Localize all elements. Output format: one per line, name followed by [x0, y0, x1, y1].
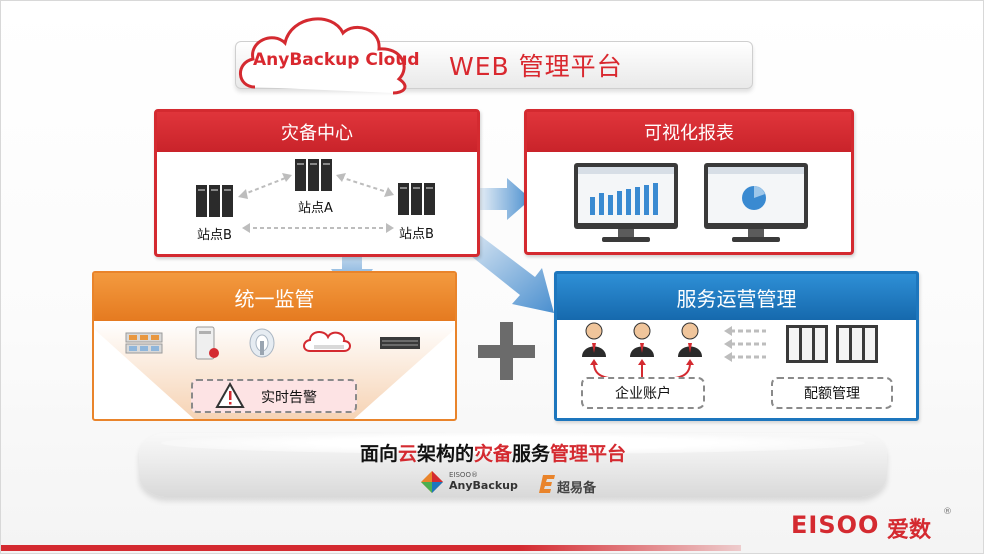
- site-b-left-label: 站点B: [197, 228, 232, 243]
- pc-tower-icon: [195, 326, 219, 360]
- site-a-label: 站点A: [298, 201, 333, 216]
- slogan-part: 云: [397, 443, 417, 465]
- warning-icon: [215, 381, 245, 408]
- storage-rack-icon: [836, 325, 878, 363]
- registered-mark: ®: [943, 507, 952, 517]
- user-icon: [678, 322, 702, 357]
- arrow-to-service: [456, 230, 554, 313]
- service-ops-title: 服务运营管理: [557, 274, 916, 320]
- slogan-part: 架构的: [416, 443, 474, 465]
- quota-arrows: [730, 329, 766, 359]
- user-icon: [630, 322, 654, 357]
- server-site-b-right-icon: [398, 183, 435, 215]
- bottom-accent-line: [1, 545, 741, 551]
- rack-server-icon: [380, 337, 420, 349]
- page-title: WEB 管理平台: [449, 52, 623, 81]
- arrow-to-reports: [479, 178, 531, 220]
- slogan-part: 面向: [359, 443, 398, 465]
- anybackup-brand: EISOO® AnyBackup: [449, 471, 518, 492]
- disaster-recovery-title: 灾备中心: [157, 112, 477, 152]
- reports-panel: 可视化报表: [524, 109, 854, 255]
- site-b-right-label: 站点B: [399, 227, 434, 242]
- tenants-diagram: [582, 322, 878, 380]
- cloud-device-icon: [303, 331, 351, 352]
- slogan-part: 灾备: [474, 443, 513, 465]
- server-site-b-left-icon: [196, 185, 233, 217]
- storage-array-icon: [125, 332, 163, 354]
- supervision-beam: [94, 321, 455, 419]
- brand-name: AnyBackup Cloud: [253, 50, 420, 70]
- monitor-bar-chart-icon: [574, 163, 678, 242]
- site-topology: [196, 159, 435, 233]
- report-monitors: [574, 163, 808, 242]
- platform-top: [161, 432, 865, 454]
- supervision-title: 统一监管: [94, 273, 455, 321]
- monitor-pie-chart-icon: [704, 163, 808, 242]
- server-site-a-icon: [295, 159, 332, 191]
- eisoo-logo-cn: 爱数: [887, 518, 932, 543]
- quota-box: 配额管理: [771, 377, 893, 409]
- monitored-devices: [125, 326, 420, 360]
- sync-arrows: [241, 176, 391, 229]
- enterprise-account-box: 企业账户: [581, 377, 705, 409]
- plus-icon-bar: [478, 345, 535, 358]
- anybackup-logo-icon: [421, 471, 443, 493]
- eisoo-logo: EISOO: [791, 511, 880, 539]
- quota-label: 配额管理: [804, 386, 860, 402]
- chaoyibei-logo-icon: [539, 475, 555, 493]
- user-icon: [582, 322, 606, 357]
- storage-rack-icon: [786, 325, 828, 363]
- enterprise-account-label: 企业账户: [615, 386, 671, 402]
- reports-title: 可视化报表: [527, 112, 851, 152]
- slogan-part: 管理平台: [550, 443, 627, 465]
- realtime-alarm-label: 实时告警: [261, 390, 317, 406]
- platform-slogan: 面向云架构的灾备服务管理平台: [1, 439, 983, 466]
- slogan-part: 服务: [512, 443, 551, 465]
- chaoyibei-brand: 超易备: [557, 481, 597, 496]
- disaster-recovery-panel: 灾备中心: [154, 109, 480, 257]
- wireless-ap-icon: [249, 328, 275, 358]
- cloud-logo-icon: [239, 17, 407, 95]
